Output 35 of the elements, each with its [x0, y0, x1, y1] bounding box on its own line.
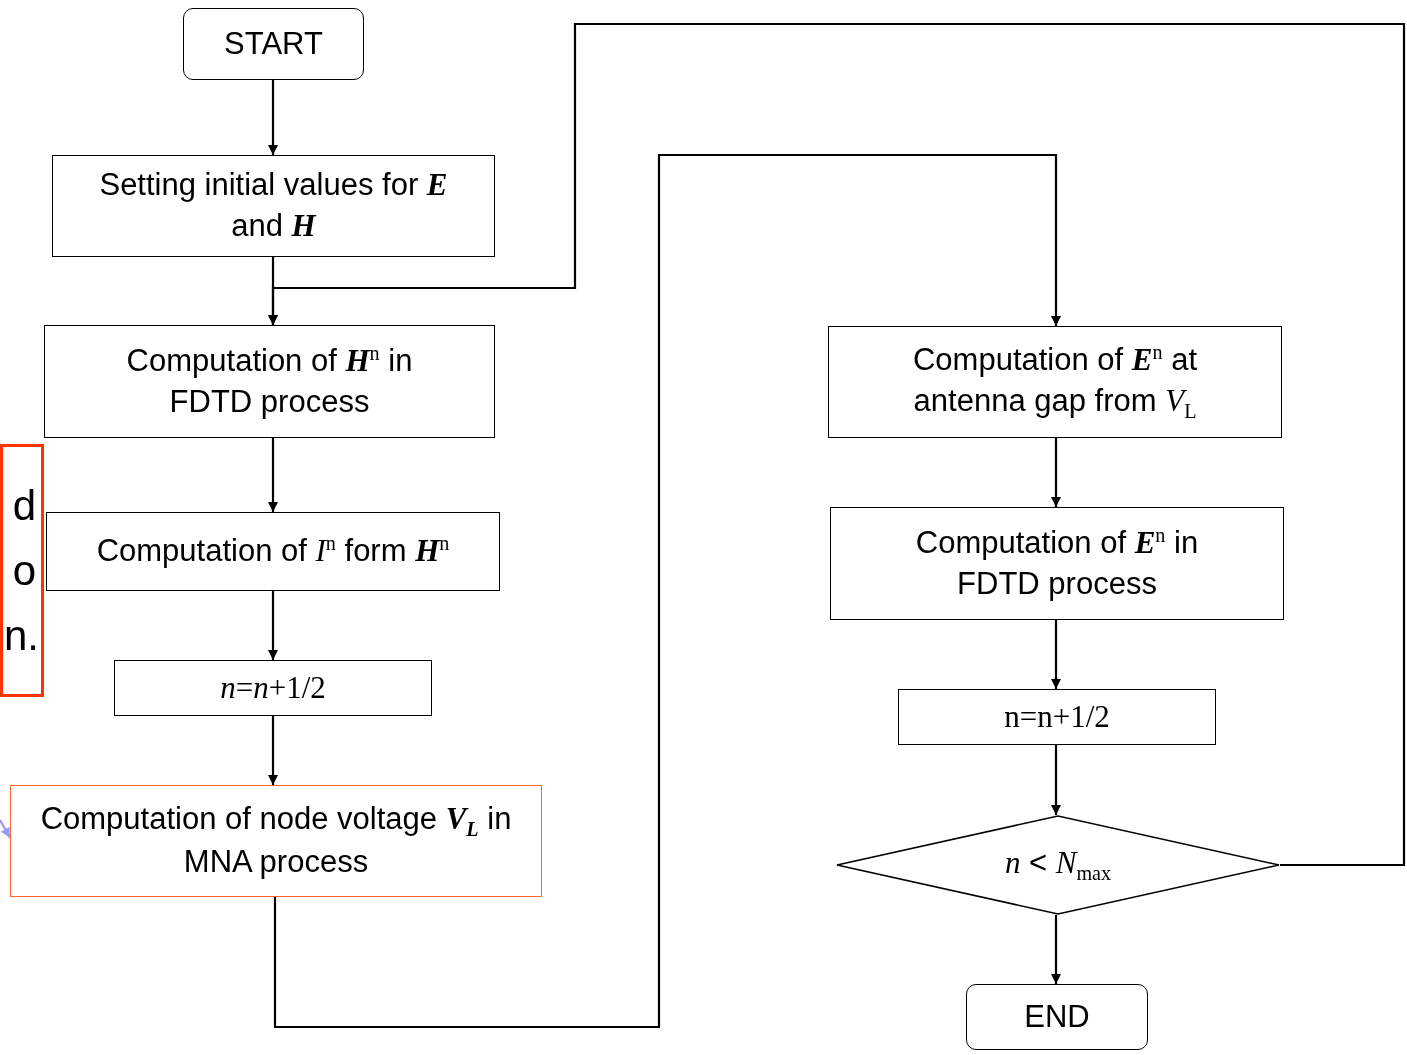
process-box: [828, 326, 1282, 438]
box-label: END: [1024, 997, 1090, 1036]
box-label: n < N$_{max}$: [1004, 844, 1112, 887]
box-label: n=n+1/2: [220, 668, 326, 707]
process-box: [44, 325, 495, 438]
arrow: [1051, 620, 1061, 689]
box-label: Setting initial values for E and H: [98, 166, 449, 245]
cut-off-text: d o n.: [4, 480, 36, 662]
note-box: [0, 444, 44, 697]
arrow: [268, 591, 278, 660]
box-label: Computation of E$^{n}$ in FDTD process: [914, 522, 1200, 604]
arrow: [1051, 745, 1061, 815]
arrow: [268, 716, 278, 785]
process-box: [52, 155, 495, 257]
box-label: Computation of E$^{n}$ at antenna gap from V$_{L}$: [911, 340, 1199, 425]
arrow: [0, 819, 11, 839]
box-label: Computation of H$^{n}$ in FDTD process: [125, 340, 414, 422]
process-box: [114, 660, 432, 716]
arrow: [1051, 438, 1061, 507]
box-label: Computation of I$^{n}$ form H$^{n}$: [96, 531, 450, 571]
start-terminator: [183, 8, 364, 80]
box-label: Computation of node voltage V$_{L}$ in MNA process: [39, 799, 513, 882]
box-label: START: [224, 24, 323, 63]
arrow: [1051, 915, 1061, 984]
process-box: [46, 512, 500, 591]
arrow: [268, 80, 278, 155]
arrow: [268, 438, 278, 512]
process-box: [898, 689, 1216, 745]
process-box: [10, 785, 542, 897]
process-box: [830, 507, 1284, 620]
end-terminator: [966, 984, 1148, 1050]
arrow: [268, 22, 1406, 867]
arrow: [273, 153, 1061, 1029]
box-label: n=n+1/2: [1004, 697, 1110, 736]
decision-diamond: [836, 815, 1280, 915]
